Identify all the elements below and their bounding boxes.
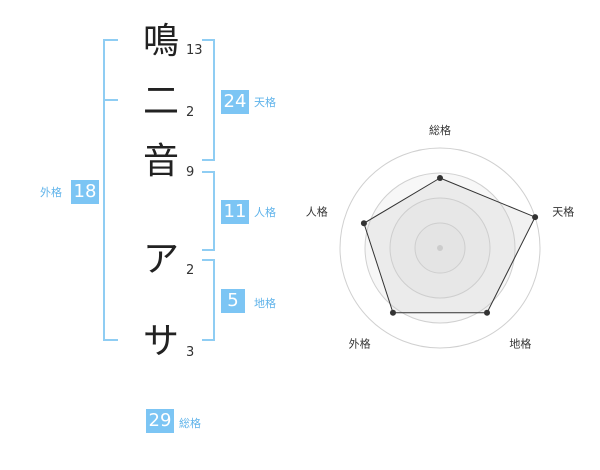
soukaku-label: 総格	[179, 417, 201, 430]
jinkaku-bracket	[202, 171, 215, 251]
gaikaku-label: 外格	[40, 186, 62, 199]
tenkaku-bracket	[202, 39, 215, 161]
radar-point-4	[389, 309, 396, 316]
chikaku-bracket	[202, 259, 215, 341]
radar-axis-label-2: 天格	[552, 205, 574, 219]
jinkaku-value: 11	[221, 200, 249, 224]
radar-center	[437, 245, 443, 251]
stroke-count-5: 3	[186, 345, 195, 360]
radar-axis-label-5: 人格	[306, 205, 328, 219]
name-char-2: 二	[142, 81, 179, 122]
stroke-count-3: 9	[186, 165, 195, 180]
name-char-3: 音	[142, 141, 179, 182]
soukaku-value: 29	[146, 409, 174, 433]
radar-point-5	[360, 220, 367, 227]
tenkaku-label: 天格	[254, 96, 276, 109]
radar-axis-label-1: 総格	[429, 123, 451, 137]
radar-point-1	[437, 175, 443, 181]
name-char-5: サ	[142, 321, 179, 362]
chikaku-value: 5	[221, 289, 245, 313]
radar-axis-label-4: 外格	[349, 336, 371, 350]
radar-point-3	[484, 309, 491, 316]
outer-bracket	[103, 39, 118, 341]
chikaku-label: 地格	[254, 297, 276, 310]
radar-polygon	[363, 177, 536, 314]
name-char-4: ア	[142, 239, 179, 280]
gaikaku-value: 18	[71, 180, 99, 204]
stroke-count-2: 2	[186, 105, 195, 120]
radar-axis-label-3: 地格	[509, 336, 531, 350]
tenkaku-value: 24	[221, 90, 249, 114]
name-char-1: 鳴	[142, 21, 179, 62]
jinkaku-label: 人格	[254, 206, 276, 219]
stroke-count-4: 2	[186, 263, 195, 278]
stroke-count-1: 13	[186, 43, 203, 58]
radar-point-2	[532, 214, 539, 221]
